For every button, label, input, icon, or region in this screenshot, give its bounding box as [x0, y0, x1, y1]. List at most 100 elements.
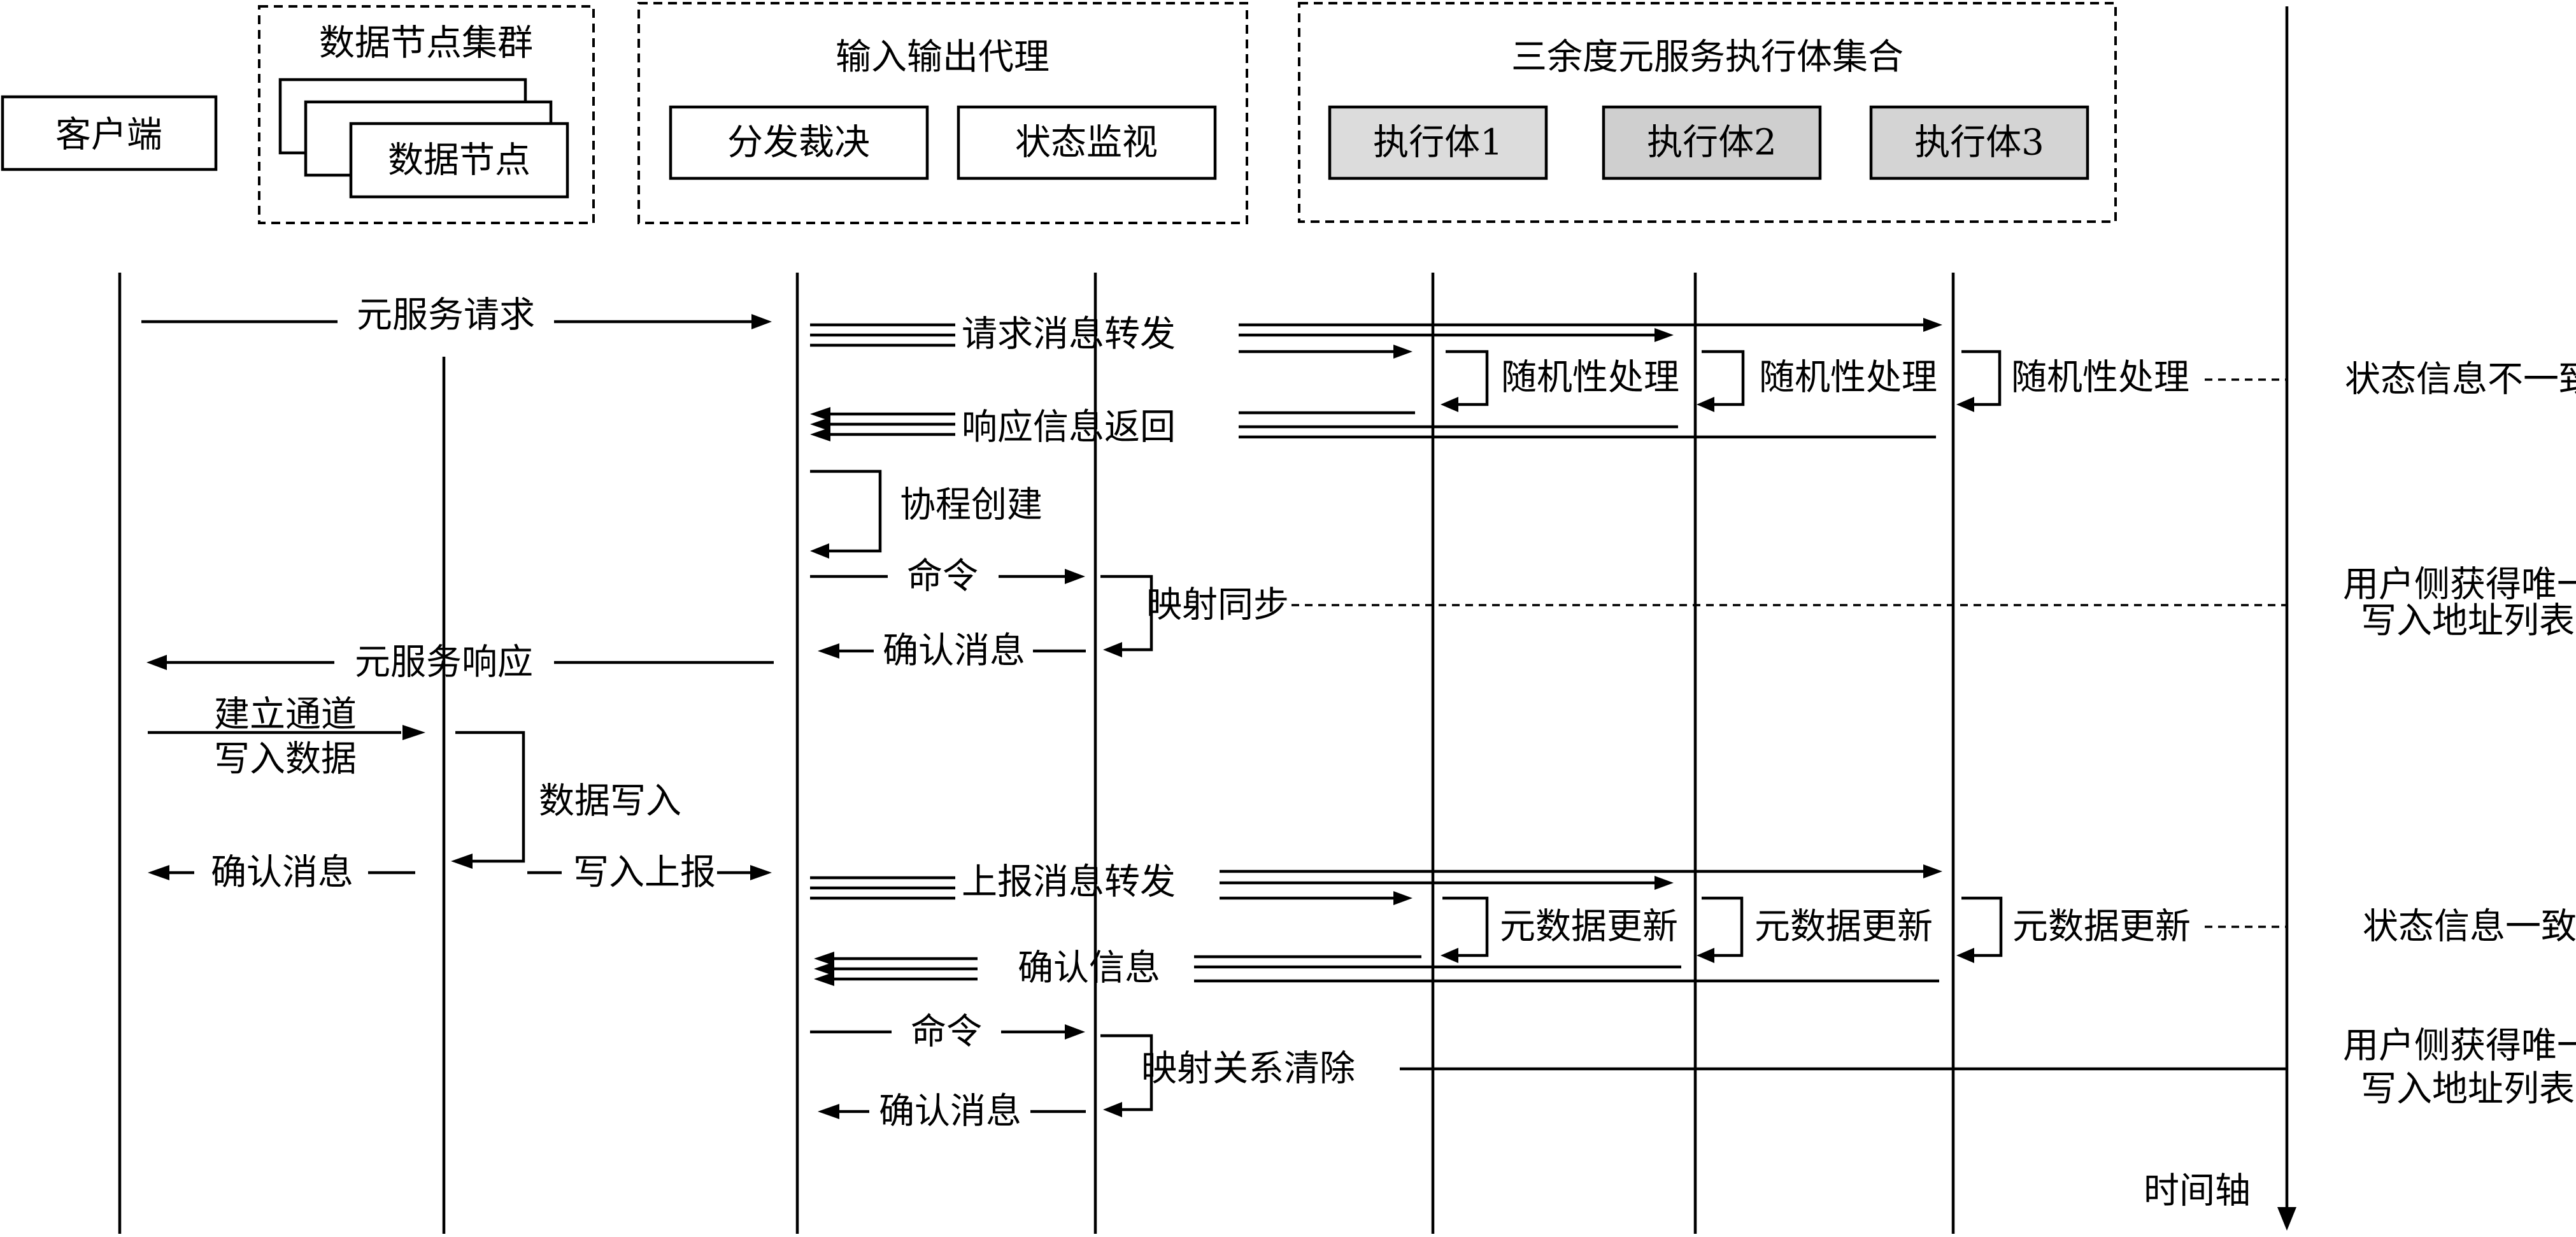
- exec2-loop-label: 随机性处理: [1759, 357, 1937, 399]
- msg-label: 确认消息: [211, 852, 353, 894]
- arrow-left-icon: [451, 854, 473, 869]
- msg-label: 命令: [911, 1012, 982, 1053]
- executor-1-box: [1328, 105, 1548, 180]
- msg-establish-channel: 建立通道 写入数据: [148, 694, 425, 780]
- data-cluster-title: 数据节点集群: [319, 23, 533, 64]
- executor-set-group: 三余度元服务执行体集合 执行体1 执行体2 执行体3: [1298, 2, 2117, 223]
- data-write-loop: 数据写入: [451, 731, 681, 869]
- exec2-loop-label: 元数据更新: [1754, 906, 1933, 948]
- msg-label-line2: 写入数据: [214, 739, 357, 780]
- msg-label: 确认消息: [879, 1091, 1021, 1133]
- msg-label: 确认消息: [883, 631, 1025, 672]
- arrow-left-icon: [814, 962, 834, 976]
- arrow-right-icon: [1393, 345, 1413, 359]
- msg-command-1: 命令: [810, 556, 1085, 597]
- arrow-left-icon: [818, 643, 839, 659]
- random-processing-loops: 随机性处理 随机性处理 随机性处理 状态信息不一致: [1441, 350, 2576, 412]
- arrow-left-icon: [814, 972, 834, 986]
- arrow-left-icon: [818, 1104, 839, 1119]
- arrow-right-icon: [1065, 569, 1085, 584]
- exec1-loop-label: 随机性处理: [1501, 357, 1679, 399]
- exec1-loop-label: 元数据更新: [1500, 906, 1678, 948]
- state-monitor-box: [957, 105, 1217, 180]
- arrow-right-icon: [1393, 891, 1413, 905]
- msg-label: 确认信息: [1018, 948, 1160, 989]
- arrow-left-icon: [810, 543, 829, 559]
- data-node-box: [349, 122, 569, 199]
- executor-2-box: [1602, 105, 1822, 180]
- arrow-left-icon: [146, 655, 167, 670]
- coroutine-create-loop: 协程创建: [810, 469, 1042, 559]
- time-axis-label: 时间轴: [2144, 1171, 2251, 1212]
- arrow-left-icon: [810, 407, 830, 421]
- user-unique-list-note-line2: 写入地址列表: [2361, 1069, 2575, 1110]
- io-proxy-group: 输入输出代理 分发裁决 状态监视: [637, 2, 1248, 224]
- arrow-left-icon: [810, 417, 830, 431]
- msg-confirm-info: 确认信息: [814, 948, 1939, 989]
- msg-label: 映射同步: [1146, 585, 1289, 626]
- msg-label: 映射关系清除: [1141, 1048, 1355, 1090]
- arrow-right-icon: [1654, 876, 1674, 890]
- data-node-label: 数据节点: [388, 140, 530, 182]
- user-unique-list-note-line2: 写入地址列表: [2361, 601, 2575, 642]
- arrow-right-icon: [750, 865, 772, 880]
- msg-request-forward: 请求消息转发: [810, 314, 1942, 359]
- msg-label: 元服务响应: [355, 642, 533, 683]
- executor-3-box: [1869, 105, 2089, 180]
- msg-write-report: 写入上报: [527, 852, 772, 894]
- exec3-loop-label: 随机性处理: [2011, 357, 2189, 399]
- msg-confirm-2: 确认消息: [818, 1091, 1086, 1133]
- arrow-right-icon: [1065, 1024, 1085, 1040]
- state-consistent-note: 状态信息一致: [2363, 906, 2576, 948]
- executor-2-label: 执行体2: [1647, 122, 1777, 164]
- msg-response-return: 响应信息返回: [810, 407, 1936, 448]
- msg-label: 协程创建: [900, 485, 1042, 526]
- client-label: 客户端: [55, 115, 162, 156]
- msg-label: 元服务请求: [357, 295, 535, 336]
- arrow-right-icon: [1654, 328, 1674, 342]
- lifelines: [118, 273, 1955, 1234]
- msg-label: 上报消息转发: [962, 862, 1176, 903]
- user-unique-list-note-line1: 用户侧获得唯一: [2343, 1026, 2576, 1067]
- msg-label: 写入上报: [573, 852, 716, 894]
- metadata-update-loops: 元数据更新 元数据更新 元数据更新 状态信息一致: [1441, 896, 2576, 963]
- client-box: 客户端: [1, 95, 218, 171]
- msg-command-2: 命令: [810, 1012, 1085, 1053]
- msg-label-line1: 建立通道: [214, 694, 357, 736]
- io-proxy-title: 输入输出代理: [836, 37, 1050, 78]
- dispatch-vote-box: [669, 105, 929, 180]
- msg-meta-service-response: 元服务响应: [146, 642, 774, 683]
- data-node-cluster-group: 数据节点集群 数据节点: [258, 5, 595, 224]
- state-monitor-label: 状态监视: [1015, 122, 1158, 164]
- state-inconsistent-note: 状态信息不一致: [2345, 359, 2576, 401]
- arrow-left-icon: [1103, 1102, 1122, 1117]
- arrow-left-icon: [1697, 397, 1714, 412]
- arrow-left-icon: [1103, 642, 1122, 657]
- msg-label: 请求消息转发: [962, 314, 1176, 355]
- arrow-left-icon: [148, 865, 169, 880]
- msg-label: 数据写入: [539, 781, 681, 822]
- executor-1-label: 执行体1: [1373, 122, 1503, 164]
- time-axis: 时间轴: [2144, 6, 2296, 1231]
- msg-label: 响应信息返回: [962, 407, 1176, 448]
- arrow-left-icon: [1956, 948, 1974, 963]
- mapping-clear-loop: 映射关系清除 用户侧获得唯一 写入地址列表: [1100, 1026, 2576, 1117]
- arrow-left-icon: [810, 427, 830, 441]
- msg-meta-service-request: 元服务请求: [141, 295, 772, 336]
- arrow-right-icon: [751, 314, 772, 329]
- msg-confirm-1: 确认消息: [818, 631, 1086, 672]
- arrow-left-icon: [1956, 397, 1974, 412]
- exec3-loop-label: 元数据更新: [2012, 906, 2191, 948]
- executor-set-title: 三余度元服务执行体集合: [1511, 37, 1904, 78]
- mapping-sync-loop: 映射同步 用户侧获得唯一 写入地址列表: [1100, 564, 2576, 657]
- arrow-left-icon: [814, 952, 834, 966]
- arrow-left-icon: [1441, 397, 1458, 412]
- user-unique-list-note-line1: 用户侧获得唯一: [2343, 564, 2576, 606]
- msg-label: 命令: [907, 556, 978, 597]
- dispatch-vote-label: 分发裁决: [727, 122, 870, 164]
- msg-confirm-client: 确认消息: [148, 852, 415, 894]
- msg-report-forward: 上报消息转发: [810, 862, 1942, 905]
- arrow-left-icon: [1441, 948, 1458, 963]
